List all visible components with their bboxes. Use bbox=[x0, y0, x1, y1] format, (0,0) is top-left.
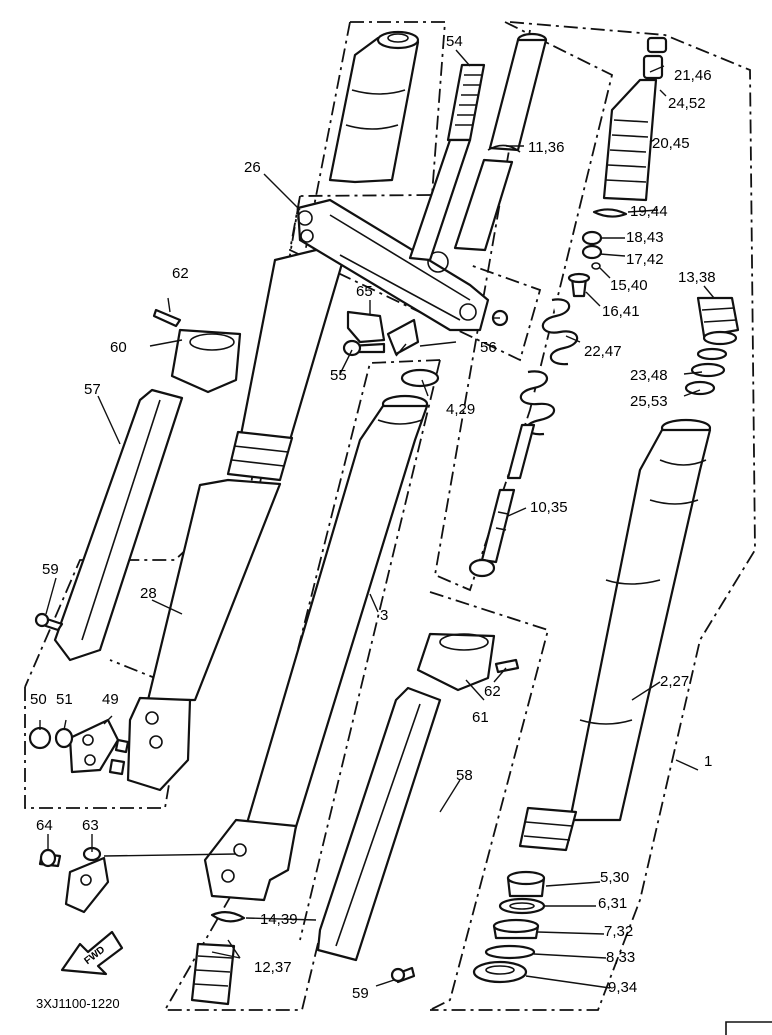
label-50: 50 bbox=[30, 691, 47, 708]
label-4-29: 4,29 bbox=[446, 401, 475, 418]
clamp-65 bbox=[346, 310, 420, 356]
label-26: 26 bbox=[244, 159, 261, 176]
protector-58 bbox=[316, 686, 442, 962]
upper-bracket-26 bbox=[296, 198, 490, 332]
label-19-44: 19,44 bbox=[630, 203, 668, 220]
label-65: 65 bbox=[356, 283, 373, 300]
label-2-27: 2,27 bbox=[660, 673, 689, 690]
diagram-code: 3XJ1100-1220 bbox=[36, 996, 120, 1011]
label-59a: 59 bbox=[42, 561, 59, 578]
label-56: 56 bbox=[480, 339, 497, 356]
label-60: 60 bbox=[110, 339, 127, 356]
cylinder-11-36 bbox=[453, 32, 548, 252]
label-10-35: 10,35 bbox=[530, 499, 568, 516]
label-8-33: 8,33 bbox=[606, 949, 635, 966]
guide-61 bbox=[416, 632, 496, 692]
boundary-bracket bbox=[288, 195, 542, 362]
label-63: 63 bbox=[82, 817, 99, 834]
label-55: 55 bbox=[330, 367, 347, 384]
label-7-32: 7,32 bbox=[604, 923, 633, 940]
label-1: 1 bbox=[704, 753, 712, 770]
boundary-inner-tube-right bbox=[299, 359, 441, 941]
label-54: 54 bbox=[446, 33, 463, 50]
label-24-52: 24,52 bbox=[668, 95, 706, 112]
label-17-42: 17,42 bbox=[626, 251, 664, 268]
protector-57 bbox=[53, 388, 184, 662]
label-3: 3 bbox=[380, 607, 388, 624]
damper-rod-20-45 bbox=[567, 36, 668, 298]
label-64: 64 bbox=[36, 817, 53, 834]
label-18-43: 18,43 bbox=[626, 229, 664, 246]
label-57: 57 bbox=[84, 381, 101, 398]
fwd-arrow-icon: FWD bbox=[60, 930, 124, 976]
label-20-45: 20,45 bbox=[652, 135, 690, 152]
boundary-right-outer-tube bbox=[430, 21, 756, 1011]
label-13-38: 13,38 bbox=[678, 269, 716, 286]
label-15-40: 15,40 bbox=[610, 277, 648, 294]
label-62b: 62 bbox=[484, 683, 501, 700]
label-28: 28 bbox=[140, 585, 157, 602]
label-25-53: 25,53 bbox=[630, 393, 668, 410]
cap-assembly-13-38 bbox=[684, 296, 740, 396]
label-11-36: 11,36 bbox=[528, 139, 564, 156]
boundary-lower-bracket bbox=[429, 591, 550, 1011]
label-9-34: 9,34 bbox=[608, 979, 637, 996]
label-59b: 59 bbox=[352, 985, 369, 1002]
left-outer-tube-28 bbox=[126, 30, 420, 792]
label-21-46: 21,46 bbox=[674, 67, 712, 84]
label-14-39: 14,39 bbox=[260, 911, 298, 928]
guard-63 bbox=[64, 846, 110, 914]
label-62a: 62 bbox=[172, 265, 189, 282]
label-23-48: 23,48 bbox=[630, 367, 668, 384]
inner-tube-3 bbox=[190, 368, 440, 1006]
label-12-37: 12,37 bbox=[254, 959, 292, 976]
label-61: 61 bbox=[472, 709, 489, 726]
label-6-31: 6,31 bbox=[598, 895, 627, 912]
label-49: 49 bbox=[102, 691, 119, 708]
label-22-47: 22,47 bbox=[584, 343, 622, 360]
label-51: 51 bbox=[56, 691, 73, 708]
label-58: 58 bbox=[456, 767, 473, 784]
damper-rod-10-35 bbox=[468, 423, 536, 578]
corner-mark bbox=[725, 1021, 772, 1035]
label-16-41: 16,41 bbox=[602, 303, 640, 320]
right-outer-tube-2-27 bbox=[518, 418, 712, 852]
leader-lines bbox=[39, 49, 715, 989]
guide-60 bbox=[170, 328, 242, 394]
seal-stack-5-to-9 bbox=[472, 870, 546, 984]
cap-bolt-54 bbox=[408, 63, 486, 262]
holder-49-group bbox=[28, 718, 130, 776]
part-labels: 26 54 11,36 21,46 24,52 20,45 19,44 18,4… bbox=[30, 33, 716, 1002]
label-5-30: 5,30 bbox=[600, 869, 629, 886]
